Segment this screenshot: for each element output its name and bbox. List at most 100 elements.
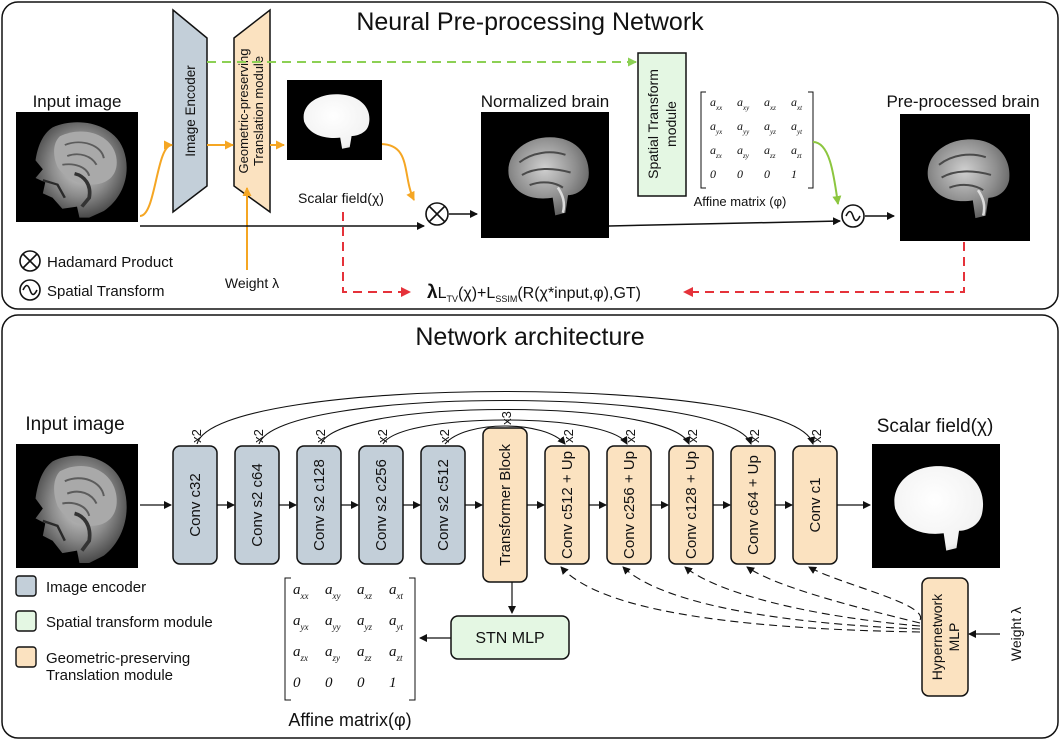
block-label-7: Conv c256 + Up xyxy=(621,451,638,559)
top-input-label: Input image xyxy=(33,92,122,111)
block-mult-1: x2 xyxy=(251,429,266,443)
block-label-0: Conv c32 xyxy=(187,473,204,536)
arch-matrix-cell-3-1: 0 xyxy=(325,675,333,691)
top-affine-label: Affine matrix (φ) xyxy=(694,194,787,209)
top-gptm-module xyxy=(233,8,271,214)
legend-label-gptm-2: Translation module xyxy=(46,667,173,684)
hypernetwork-label-1: Hypernetwork xyxy=(929,593,945,680)
top-weight-label: Weight λ xyxy=(225,275,279,291)
arch-matrix-cell-0-0: axx xyxy=(293,582,309,601)
arrow-preprocessed-to-loss xyxy=(683,242,965,297)
skip-connections xyxy=(196,391,816,445)
skip-arc-2 xyxy=(320,409,691,445)
legend-spatial-label: Spatial Transform xyxy=(47,283,165,300)
legend-swatch-gptm xyxy=(15,646,37,668)
legend-swatch-enc xyxy=(15,575,37,597)
top-matrix-cell-3-1: 0 xyxy=(737,167,743,181)
hypernetwork-connections xyxy=(560,566,921,633)
block-label-6: Conv c512 + Up xyxy=(559,451,576,559)
hypernetwork-label-2: MLP xyxy=(946,623,962,652)
top-matrix-cell-0-1: axy xyxy=(737,95,750,112)
top-stm-label-1: Spatial Transform xyxy=(645,69,661,179)
arch-matrix-cell-1-3: ayt xyxy=(389,613,403,632)
top-matrix-cell-0-2: axz xyxy=(764,95,776,112)
top-panel-title: Neural Pre-processing Network xyxy=(356,8,704,36)
loss-formula: λLTV(χ)+LSSIM(R(χ*input,φ),GT) xyxy=(427,282,641,304)
top-spatial-transform-module xyxy=(637,52,687,197)
arch-matrix-cell-1-0: ayx xyxy=(293,613,309,632)
top-matrix-cell-1-3: ayt xyxy=(791,119,803,136)
top-image-encoder-label: Image Encoder xyxy=(183,65,198,157)
block-label-9: Conv c64 + Up xyxy=(745,455,762,555)
top-matrix-cell-3-2: 0 xyxy=(764,167,770,181)
top-gptm-label-2: Translation module xyxy=(251,56,266,166)
arch-matrix-cell-0-2: axz xyxy=(357,582,372,601)
block-label-2: Conv s2 c128 xyxy=(311,459,328,551)
arch-matrix-cell-3-2: 0 xyxy=(357,675,365,691)
legend-swatch-stn xyxy=(15,610,37,632)
skip-arc-4 xyxy=(444,425,566,445)
legend-hadamard xyxy=(19,250,41,272)
arch-matrix-cell-0-3: axt xyxy=(389,582,403,601)
top-normalized-image xyxy=(479,110,611,240)
arch-matrix-cell-1-1: ayy xyxy=(325,613,341,632)
legend-label-gptm: Geometric-preserving xyxy=(46,650,190,667)
top-scalar-field-image xyxy=(287,80,382,160)
arrow-matrix-to-spatial xyxy=(812,141,842,205)
hyper-arrow-2 xyxy=(684,566,921,627)
top-normalized-label: Normalized brain xyxy=(481,92,610,111)
block-mult-0: x2 xyxy=(189,429,204,443)
block-mult-6: x2 xyxy=(561,429,576,443)
top-preprocessed-image xyxy=(898,112,1032,243)
legend-label-stn: Spatial transform module xyxy=(46,614,213,631)
skip-arc-0 xyxy=(196,391,816,445)
block-mult-4: x2 xyxy=(437,429,452,443)
legend-hadamard-label: Hadamard Product xyxy=(47,254,174,271)
arrow-normalized-to-spatial xyxy=(608,217,841,227)
block-label-1: Conv s2 c64 xyxy=(249,463,266,546)
spatial-transform-icon xyxy=(841,204,865,228)
arch-matrix-cell-2-2: azz xyxy=(357,644,372,663)
block-label-8: Conv c128 + Up xyxy=(683,451,700,559)
top-matrix-cell-0-3: axt xyxy=(791,95,803,112)
top-matrix-cell-1-0: ayx xyxy=(710,119,723,136)
arch-matrix-cell-3-0: 0 xyxy=(293,675,301,691)
block-label-4: Conv s2 c512 xyxy=(435,459,452,551)
block-label-3: Conv s2 c256 xyxy=(373,459,390,551)
top-panel xyxy=(1,1,1059,310)
block-label-10: Conv c1 xyxy=(807,477,824,532)
top-matrix-cell-2-1: azy xyxy=(737,143,750,160)
skip-arc-1 xyxy=(258,400,753,445)
arch-matrix-cell-2-1: azy xyxy=(325,644,340,663)
top-matrix-cell-1-1: ayy xyxy=(737,119,750,136)
arrow-input-to-encoder xyxy=(139,140,173,217)
arch-input-image xyxy=(14,442,140,570)
hyper-arrow-3 xyxy=(746,566,921,624)
arch-scalar-image xyxy=(872,444,1000,568)
top-matrix-cell-1-2: ayz xyxy=(764,119,776,136)
hadamard-product-icon xyxy=(425,202,449,226)
hyper-arrow-1 xyxy=(622,566,921,630)
top-image-encoder xyxy=(172,8,208,214)
arch-matrix-cell-3-3: 1 xyxy=(389,675,397,691)
arrow-scalar-to-hadamard xyxy=(379,143,415,201)
arch-affine-label: Affine matrix(φ) xyxy=(288,710,411,730)
top-matrix-cell-3-3: 1 xyxy=(791,167,797,181)
top-preprocessed-label: Pre-processed brain xyxy=(886,92,1039,111)
arch-input-label: Input image xyxy=(25,414,124,435)
arch-scalar-label: Scalar field(χ) xyxy=(877,416,994,437)
hyper-arrow-4 xyxy=(808,566,921,621)
arch-matrix-cell-0-1: axy xyxy=(325,582,341,601)
top-matrix-cell-3-0: 0 xyxy=(710,167,716,181)
top-matrix-cell-2-2: azz xyxy=(764,143,776,160)
hyper-arrow-0 xyxy=(560,566,921,633)
arch-weight-label: Weight λ xyxy=(1008,607,1024,661)
top-scalar-label: Scalar field(χ) xyxy=(298,190,384,206)
arrow-scalar-to-loss xyxy=(342,212,411,297)
arch-matrix-cell-2-0: azx xyxy=(293,644,308,663)
